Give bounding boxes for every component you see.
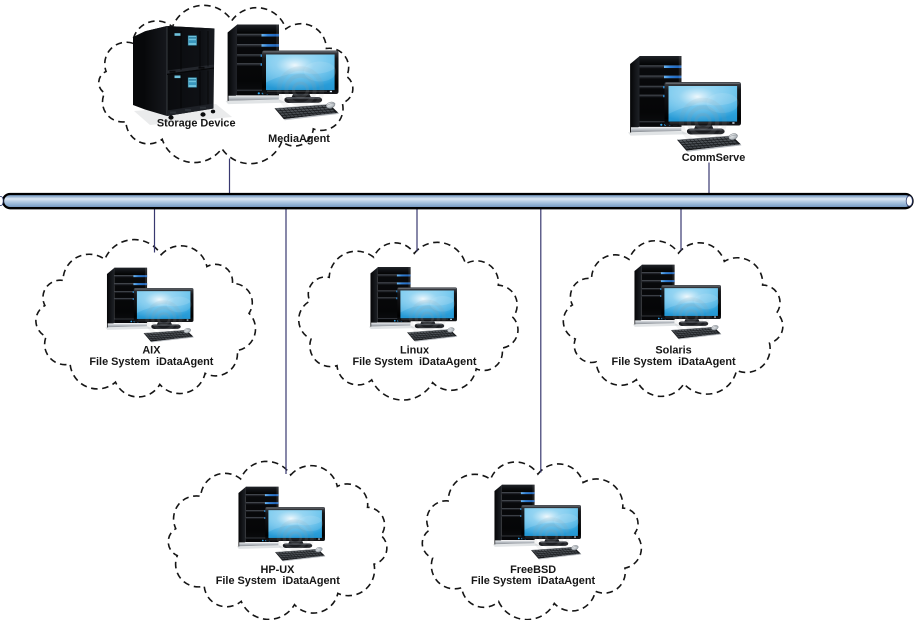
svg-text:FreeBSD: FreeBSD	[510, 564, 556, 576]
svg-text:AIX: AIX	[142, 345, 161, 357]
svg-text:Storage Device: Storage Device	[157, 117, 236, 129]
svg-text:Linux: Linux	[400, 345, 429, 357]
svg-text:CommServe: CommServe	[682, 152, 746, 164]
svg-text:MediaAgent: MediaAgent	[268, 133, 330, 145]
svg-text:File System iDataAgent: File System iDataAgent	[216, 575, 340, 587]
svg-text:File System iDataAgent: File System iDataAgent	[352, 356, 476, 368]
svg-text:Solaris: Solaris	[655, 345, 691, 357]
svg-text:HP-UX: HP-UX	[260, 564, 295, 576]
svg-text:File System iDataAgent: File System iDataAgent	[612, 356, 736, 368]
svg-text:File System iDataAgent: File System iDataAgent	[89, 356, 213, 368]
svg-text:File System iDataAgent: File System iDataAgent	[471, 575, 595, 587]
